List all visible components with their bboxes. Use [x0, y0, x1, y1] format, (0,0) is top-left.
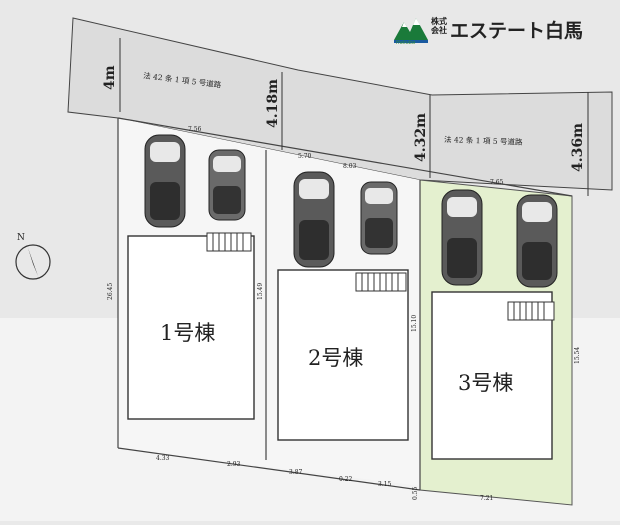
road-area [67, 17, 613, 191]
company-type-text: 株式会社 [431, 17, 447, 35]
road-width-1: 4m [102, 65, 118, 90]
road-width-3: 4.32m [413, 113, 429, 162]
site-front-border [117, 117, 573, 197]
car-large-2 [293, 171, 335, 268]
lot-1-front-dim: 7.56 [188, 126, 202, 133]
compass-label: N [17, 233, 25, 243]
lot-2-front-dim-b: 8.03 [343, 163, 357, 170]
mountain-logo-icon [394, 18, 428, 43]
lot-1-bottom-dim-a: 4.33 [156, 455, 170, 462]
logo-subtext: Hakuba [396, 40, 416, 46]
lot-2-bottom-dim-a: 3.87 [289, 469, 303, 476]
building-1 [127, 235, 255, 420]
lot-1-bottom-dim-b: 2.93 [227, 461, 241, 468]
car-large-3 [441, 189, 483, 286]
car-small-2 [360, 181, 398, 255]
road-width-2: 4.18m [265, 79, 281, 128]
lot-1-left-dim: 26.45 [107, 283, 114, 300]
gap-dim: 0.55 [412, 486, 419, 500]
site-bottom-border [117, 447, 421, 491]
lot-3-bottom-dim: 7.21 [480, 495, 493, 502]
lot-1-label: 1号棟 [160, 321, 215, 345]
building-2 [277, 269, 409, 441]
road-width-4: 4.36m [570, 123, 586, 172]
road-label-right: 法 42 条 1 項 5 号道路 [444, 134, 523, 147]
lot-3-side-dim: 15.54 [574, 347, 581, 364]
porch-grid-3 [507, 301, 555, 321]
porch-grid-2 [355, 272, 407, 292]
porch-grid-1 [206, 232, 252, 252]
lot-2-label: 2号棟 [308, 346, 363, 370]
company-logo: 株式会社 エステート白馬 Hakuba [394, 14, 594, 46]
north-compass: N [15, 233, 51, 280]
lot-1-side-dim: 15.49 [257, 283, 264, 300]
car-large-4 [516, 194, 558, 288]
car-small-1 [208, 149, 246, 221]
lot-3-front-dim: 7.65 [490, 179, 504, 186]
lot-3-label: 3号棟 [458, 371, 513, 395]
lot-2-bottom-dim-c: 3.15 [378, 481, 392, 488]
car-large-1 [144, 134, 186, 228]
company-name: エステート白馬 [450, 20, 584, 42]
lot-2-bottom-dim-b: 0.22 [339, 476, 353, 483]
lot-2-side-dim: 15.10 [411, 315, 418, 332]
lot-2-front-dim-a: 5.70 [298, 153, 312, 160]
